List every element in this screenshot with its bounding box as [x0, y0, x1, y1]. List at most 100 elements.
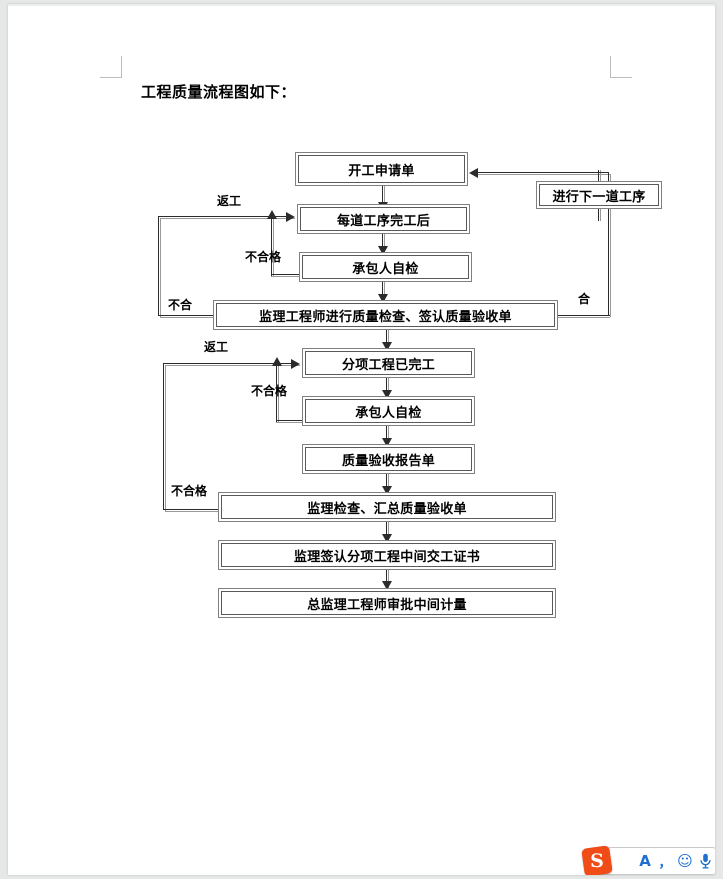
node-kaigong-shenqingdan[interactable]: 开工申请单 — [295, 152, 468, 186]
arrowhead-down-n9-n10 — [382, 534, 392, 543]
node-label: 监理工程师进行质量检查、签认质量验收单 — [259, 309, 512, 325]
connector-n7-reject-h — [276, 420, 307, 421]
arrowhead-up-n4-reject — [267, 210, 277, 219]
connector-n9-n10 — [386, 521, 387, 543]
node-inner: 质量验收报告单 — [305, 447, 472, 471]
connector-n6-n7 — [386, 377, 387, 399]
node-label: 承包人自检 — [352, 261, 419, 277]
document-page: 工程质量流程图如下： — [8, 4, 715, 875]
emoji-panel-glyph: ☺ — [677, 852, 693, 870]
node-inner: 承包人自检 — [302, 255, 469, 279]
connector-shadow — [478, 174, 610, 175]
node-inner: 每道工序完工后 — [300, 207, 467, 231]
node-meidao-gongxu-wangonghou[interactable]: 每道工序完工后 — [297, 204, 470, 234]
arrowhead-down-n3-n4 — [378, 246, 388, 255]
punctuation-mode-glyph: ， — [658, 855, 672, 871]
arrowhead-right-n9-reject — [291, 359, 300, 369]
node-fenxiang-gongcheng-yiwangong[interactable]: 分项工程已完工 — [302, 348, 475, 378]
edge-label-unqualified-3: 不合格 — [251, 384, 288, 398]
sogou-ime-toolbar[interactable]: S A ， ☺ — [581, 845, 715, 875]
node-chengbaoren-zijian-1[interactable]: 承包人自检 — [299, 252, 472, 282]
connector-shadow — [384, 232, 385, 254]
connector-n5-reject-h2 — [158, 216, 288, 217]
connector-shadow — [165, 365, 166, 511]
connector-shadow — [388, 521, 389, 543]
connector-shadow — [388, 425, 389, 447]
connector-shadow — [271, 276, 304, 277]
connector-n1-n3 — [382, 186, 383, 210]
node-zhiliang-yanshou-baogaodan[interactable]: 质量验收报告单 — [302, 444, 475, 474]
arrowhead-down-n8-n9 — [382, 486, 392, 495]
connector-shadow — [384, 281, 385, 303]
arrowhead-down-n5-n6 — [382, 342, 392, 351]
node-jianli-jiancha-huizong[interactable]: 监理检查、汇总质量验收单 — [218, 492, 556, 522]
arrowhead-down-n7-n8 — [382, 438, 392, 447]
arrowhead-down-n10-n11 — [382, 581, 392, 590]
connector-n9-reject-v — [163, 363, 164, 509]
connector-shadow — [165, 365, 300, 366]
node-label: 进行下一道工序 — [552, 189, 646, 205]
connector-shadow — [160, 218, 161, 317]
connector-n5-n6 — [386, 329, 387, 351]
node-chengbaoren-zijian-2[interactable]: 承包人自检 — [302, 396, 475, 426]
node-jinxing-xiayidao-gongxu[interactable]: 进行下一道工序 — [536, 181, 662, 209]
edge-label-rework-1: 返工 — [217, 194, 242, 208]
connector-n7-n8 — [386, 425, 387, 447]
sogou-logo-text: S — [590, 849, 604, 872]
node-jianli-qianren-zhongjian-jiaogong[interactable]: 监理签认分项工程中间交工证书 — [218, 540, 556, 570]
arrowhead-left-n5-pass — [469, 168, 478, 178]
node-label: 每道工序完工后 — [336, 213, 431, 229]
node-label: 总监理工程师审批中间计量 — [307, 597, 467, 613]
flowchart-diagram: 开工申请单 进行下一道工序 每道工序完工后 承包人自检 监理工程师进行质量检查、… — [8, 4, 715, 875]
edge-label-unqualified-2: 不合 — [168, 298, 193, 312]
connector-shadow — [558, 317, 610, 318]
connector-shadow — [388, 473, 389, 495]
node-label: 质量验收报告单 — [341, 453, 436, 469]
punctuation-mode-icon[interactable]: ， — [655, 848, 675, 874]
connector-n5-reject-h1 — [158, 315, 215, 316]
arrowhead-down-n6-n7 — [382, 390, 392, 399]
node-label: 承包人自检 — [355, 405, 422, 421]
node-inner: 监理签认分项工程中间交工证书 — [221, 543, 553, 567]
connector-n8-n9 — [386, 473, 387, 495]
emoji-panel-icon[interactable]: ☺ — [675, 848, 695, 874]
node-zongjianli-shenpi-zhongjian-jiliang[interactable]: 总监理工程师审批中间计量 — [218, 588, 556, 618]
sogou-logo-icon[interactable]: S — [581, 845, 613, 875]
edge-label-unqualified-1: 不合格 — [245, 250, 282, 264]
edge-label-qualified: 合 — [578, 292, 591, 306]
english-mode-icon[interactable]: A — [635, 848, 655, 874]
connector-n5-reject-v — [158, 216, 159, 315]
node-label: 监理签认分项工程中间交工证书 — [293, 549, 481, 565]
connector-shadow — [278, 366, 279, 422]
microphone-glyph — [699, 853, 711, 869]
node-jianli-gongchengshi-zhiliang-jiancha[interactable]: 监理工程师进行质量检查、签认质量验收单 — [213, 300, 558, 330]
arrowhead-right-n5-reject — [286, 212, 295, 222]
node-label: 分项工程已完工 — [341, 357, 436, 373]
connector-shadow — [160, 317, 215, 318]
node-label: 监理检查、汇总质量验收单 — [307, 501, 467, 517]
connector-shadow — [276, 422, 307, 423]
connector-shadow — [388, 329, 389, 351]
connector-shadow — [160, 218, 295, 219]
page-top-edge — [8, 4, 715, 6]
node-inner: 总监理工程师审批中间计量 — [221, 591, 553, 615]
connector-shadow — [165, 511, 220, 512]
connector-shadow — [600, 170, 601, 184]
arrowhead-up-n7-reject — [272, 357, 282, 366]
connector-n5-pass-h2 — [478, 172, 608, 173]
connector-n2-bottom — [598, 207, 599, 221]
node-inner: 分项工程已完工 — [305, 351, 472, 375]
arrowhead-down-n4-n5 — [378, 294, 388, 303]
node-inner: 监理检查、汇总质量验收单 — [221, 495, 553, 519]
connector-n5-pass-v — [608, 172, 609, 315]
voice-input-icon[interactable] — [695, 848, 715, 874]
connector-n4-n5 — [382, 281, 383, 303]
connector-n7-reject-v — [276, 366, 277, 422]
node-inner: 监理工程师进行质量检查、签认质量验收单 — [216, 303, 555, 327]
edge-label-unqualified-4: 不合格 — [171, 484, 208, 498]
connector-n9-reject-h2 — [163, 363, 293, 364]
connector-n9-reject-h1 — [163, 509, 220, 510]
connector-shadow — [384, 186, 385, 210]
connector-n5-pass-h1 — [556, 315, 610, 316]
node-inner: 承包人自检 — [305, 399, 472, 423]
